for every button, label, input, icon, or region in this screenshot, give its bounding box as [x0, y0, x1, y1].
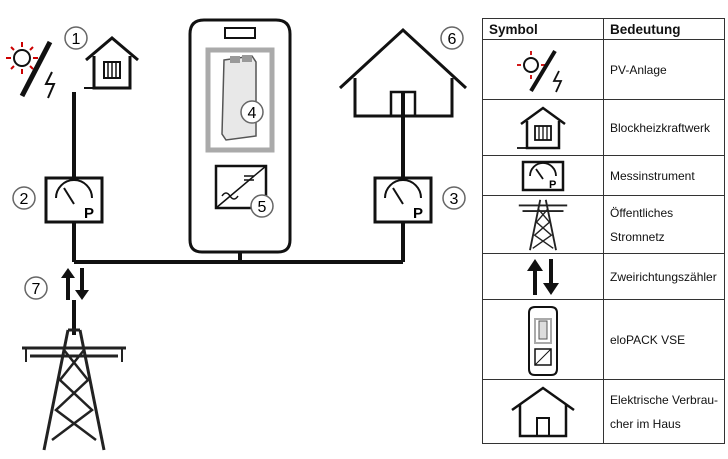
svg-text:P: P: [84, 205, 94, 222]
battery-unit-icon: [482, 299, 604, 380]
label-2: 2: [12, 186, 36, 210]
meter-icon: P: [482, 155, 604, 196]
svg-text:P: P: [413, 205, 423, 222]
svg-text:P: P: [549, 179, 556, 191]
legend-text-line: Elektrische Verbrau-: [610, 392, 719, 407]
legend-text-line: cher im Haus: [610, 416, 681, 431]
label-6: 6: [440, 26, 464, 50]
legend-text: Öffentliches Stromnetz: [603, 195, 725, 254]
legend-row: PV-Anlage: [482, 39, 725, 100]
house-consumer: [338, 27, 468, 118]
label-4: 4: [240, 100, 264, 124]
system-diagram: 1 P 2 4 5 6: [6, 18, 468, 452]
pylon-icon: [482, 195, 604, 254]
label-7: 7: [24, 276, 48, 300]
legend-row: P Messinstrument: [482, 155, 725, 196]
legend-text: Elektrische Verbrau- cher im Haus: [603, 379, 725, 444]
legend-text: Blockheizkraftwerk: [603, 99, 725, 156]
legend-table: Symbol Bedeutung PV-Anlage: [482, 18, 725, 444]
svg-text:2: 2: [20, 191, 29, 208]
svg-text:6: 6: [448, 31, 457, 48]
svg-text:4: 4: [248, 105, 257, 122]
label-3: 3: [442, 186, 466, 210]
battery-unit: [188, 18, 292, 254]
bidirectional-arrows-icon: [482, 253, 604, 300]
label-5: 5: [250, 194, 274, 218]
meter-right: P: [373, 176, 433, 224]
legend-row: Öffentliches Stromnetz: [482, 195, 725, 254]
legend-header: Symbol Bedeutung: [482, 18, 725, 40]
header-meaning: Bedeutung: [603, 18, 725, 40]
chp-house-icon: [482, 99, 604, 156]
legend-text: Zweirichtungszähler: [603, 253, 725, 300]
legend-text: eloPACK VSE: [603, 299, 725, 380]
svg-text:1: 1: [72, 31, 81, 48]
label-1: 1: [64, 26, 88, 50]
bidirectional-arrows-icon: [61, 268, 89, 300]
legend-row: Zweirichtungszähler: [482, 253, 725, 300]
legend-row: Blockheizkraftwerk: [482, 99, 725, 156]
svg-text:5: 5: [258, 199, 267, 216]
legend-row: Elektrische Verbrau- cher im Haus: [482, 379, 725, 444]
header-symbol: Symbol: [482, 18, 604, 40]
pylon-icon: [20, 328, 128, 452]
pv-panel-icon: [6, 40, 56, 99]
pv-panel-icon: [482, 39, 604, 100]
legend-text: Messinstrument: [603, 155, 725, 196]
chp-house-icon: [84, 36, 139, 90]
meter-left: P: [44, 176, 104, 224]
legend-text: PV-Anlage: [603, 39, 725, 100]
legend-row: eloPACK VSE: [482, 299, 725, 380]
svg-text:7: 7: [32, 281, 41, 298]
svg-text:3: 3: [450, 191, 459, 208]
house-icon: [482, 379, 604, 444]
